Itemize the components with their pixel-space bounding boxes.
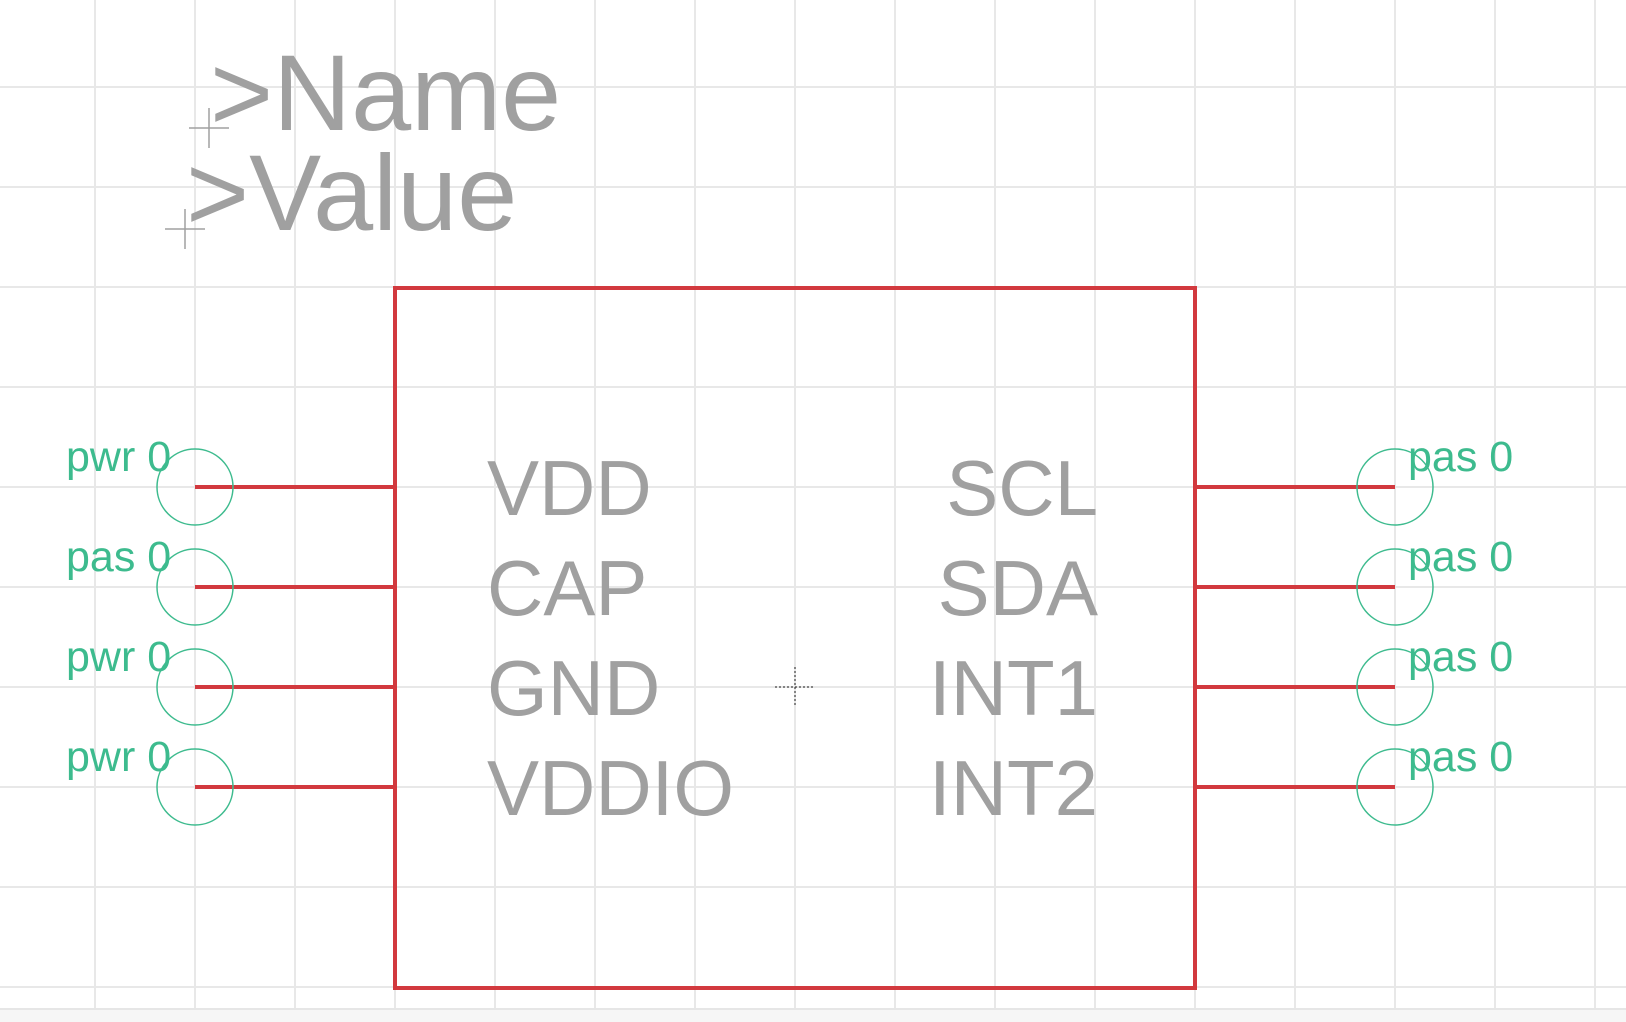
name-origin-cross <box>189 108 229 148</box>
pin-gnd[interactable]: pwr 0 GND <box>66 633 660 732</box>
pin-connection-circle <box>156 548 234 626</box>
pin-name-label: VDD <box>487 444 652 532</box>
pin-name-label: INT1 <box>929 644 1098 732</box>
pin-direction-label: pas 0 <box>1408 733 1513 781</box>
value-placeholder-text[interactable]: >Value <box>186 132 517 253</box>
pin-name-label: SDA <box>938 544 1098 632</box>
pin-name-label: GND <box>487 644 660 732</box>
pin-connection-circle <box>1356 748 1434 826</box>
pins: pwr 0 VDD pas 0 CAP pwr 0 GND pwr 0 VDDIO pas 0 S… <box>66 433 1513 832</box>
pin-connection-circle <box>1356 548 1434 626</box>
pin-name-label: CAP <box>487 544 647 632</box>
pin-sda[interactable]: pas 0 SDA <box>938 533 1514 632</box>
pin-direction-label: pas 0 <box>1408 433 1513 481</box>
pin-connection-circle <box>156 448 234 526</box>
pin-direction-label: pas 0 <box>1408 633 1513 681</box>
pin-cap[interactable]: pas 0 CAP <box>66 533 647 632</box>
pin-direction-label: pwr 0 <box>66 733 171 781</box>
pin-direction-label: pwr 0 <box>66 433 171 481</box>
pin-connection-circle <box>1356 448 1434 526</box>
pin-int2[interactable]: pas 0 INT2 <box>929 733 1513 832</box>
symbol-body-outline[interactable] <box>393 286 1197 990</box>
pin-name-label: SCL <box>946 444 1098 532</box>
pin-connection-circle <box>156 648 234 726</box>
pin-connection-circle <box>1356 648 1434 726</box>
pin-connection-circle <box>156 748 234 826</box>
pin-name-label: VDDIO <box>487 744 734 832</box>
pin-direction-label: pas 0 <box>66 533 171 581</box>
value-origin-cross <box>165 209 205 249</box>
pin-vddio[interactable]: pwr 0 VDDIO <box>66 733 734 832</box>
pin-int1[interactable]: pas 0 INT1 <box>929 633 1513 732</box>
status-bar <box>0 1008 1626 1022</box>
symbol-origin-cross <box>775 667 815 707</box>
name-placeholder-text[interactable]: >Name <box>210 32 561 153</box>
pin-scl[interactable]: pas 0 SCL <box>946 433 1513 532</box>
pin-vdd[interactable]: pwr 0 VDD <box>66 433 652 532</box>
pin-direction-label: pas 0 <box>1408 533 1513 581</box>
pin-name-label: INT2 <box>929 744 1098 832</box>
pin-direction-label: pwr 0 <box>66 633 171 681</box>
